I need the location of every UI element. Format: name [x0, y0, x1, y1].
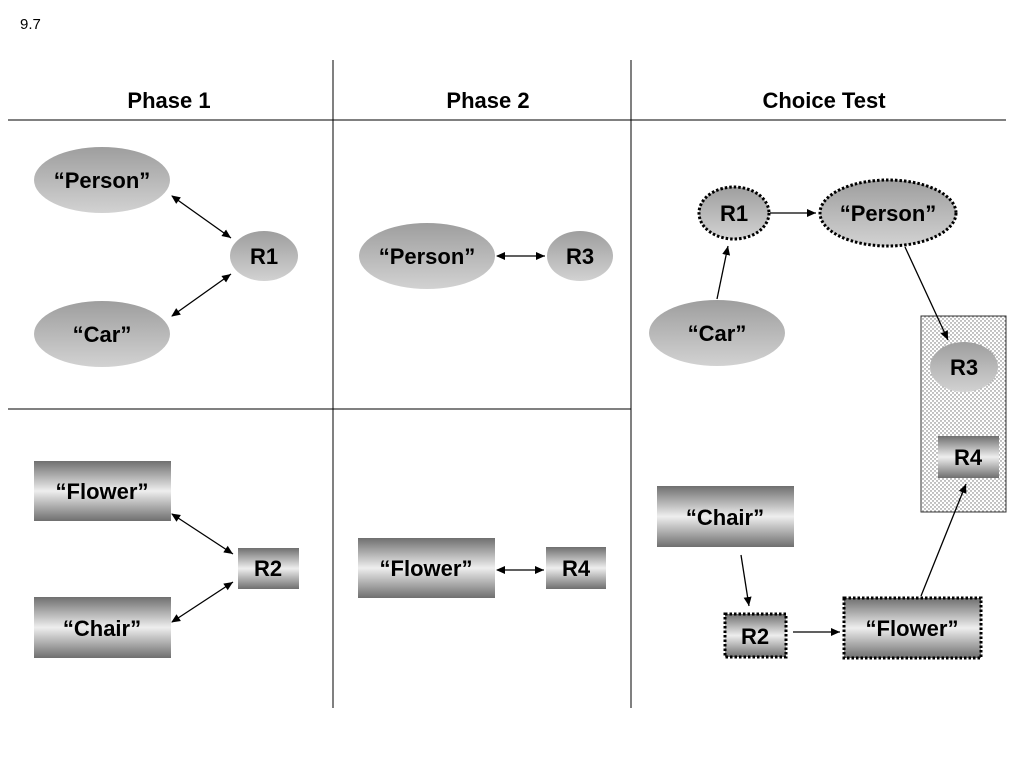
choice-car-label: “Car” — [688, 321, 747, 346]
phase1-r2-label: R2 — [254, 556, 282, 581]
table-grid — [8, 60, 1006, 708]
choice-r1-node: R1 — [697, 185, 771, 241]
choice-chair-node: “Chair” — [657, 486, 794, 547]
choice-r3-label: R3 — [950, 355, 978, 380]
choice-r1-label: R1 — [720, 201, 748, 226]
phase2-r4-label: R4 — [562, 556, 591, 581]
phase1-chair-node: “Chair” — [34, 597, 171, 658]
choice-chair-label: “Chair” — [686, 505, 764, 530]
arrow-chair-r2 — [171, 581, 234, 623]
choice-r4-node: R4 — [938, 436, 999, 478]
phase1-r2-node: R2 — [238, 548, 299, 589]
choice-flower-node: “Flower” — [842, 596, 983, 660]
phase2-person-node: “Person” — [359, 223, 495, 289]
arrow-person-r1 — [171, 195, 232, 239]
phase1-r1-node: R1 — [230, 231, 298, 281]
phase1-person-label: “Person” — [54, 168, 151, 193]
arrow-flower-r4 — [920, 483, 967, 597]
choice-person-node: “Person” — [818, 178, 958, 248]
choice-r2-node: R2 — [723, 612, 788, 659]
choice-r2-label: R2 — [741, 624, 769, 649]
choice-r4-label: R4 — [954, 445, 983, 470]
choice-r3-node: R3 — [930, 342, 998, 392]
arrow-car-r1 — [716, 245, 731, 300]
phase2-flower-label: “Flower” — [380, 556, 473, 581]
phase2-flower-node: “Flower” — [358, 538, 495, 598]
phase2-r3-label: R3 — [566, 244, 594, 269]
arrow-person-r3 — [904, 246, 949, 341]
phase2-r3-node: R3 — [547, 231, 613, 281]
header-phase-2: Phase 2 — [446, 88, 529, 113]
choice-car-node: “Car” — [649, 300, 785, 366]
arrow-car-r1 — [171, 273, 232, 317]
header-phase-1: Phase 1 — [127, 88, 210, 113]
phase2-person-label: “Person” — [379, 244, 476, 269]
arrow-chair-r2 — [740, 554, 752, 607]
phase1-r1-label: R1 — [250, 244, 278, 269]
phase2-r4-node: R4 — [546, 547, 606, 589]
phase1-flower-label: “Flower” — [56, 479, 149, 504]
phase1-car-node: “Car” — [34, 301, 170, 367]
slide-number: 9.7 — [20, 16, 41, 33]
arrow-flower-r2 — [171, 513, 234, 555]
phase1-chair-label: “Chair” — [63, 616, 141, 641]
phase1-flower-node: “Flower” — [34, 461, 171, 521]
choice-person-label: “Person” — [840, 201, 937, 226]
header-choice-test: Choice Test — [762, 88, 886, 113]
phase1-person-node: “Person” — [34, 147, 170, 213]
phase1-car-label: “Car” — [73, 322, 132, 347]
choice-flower-label: “Flower” — [866, 616, 959, 641]
